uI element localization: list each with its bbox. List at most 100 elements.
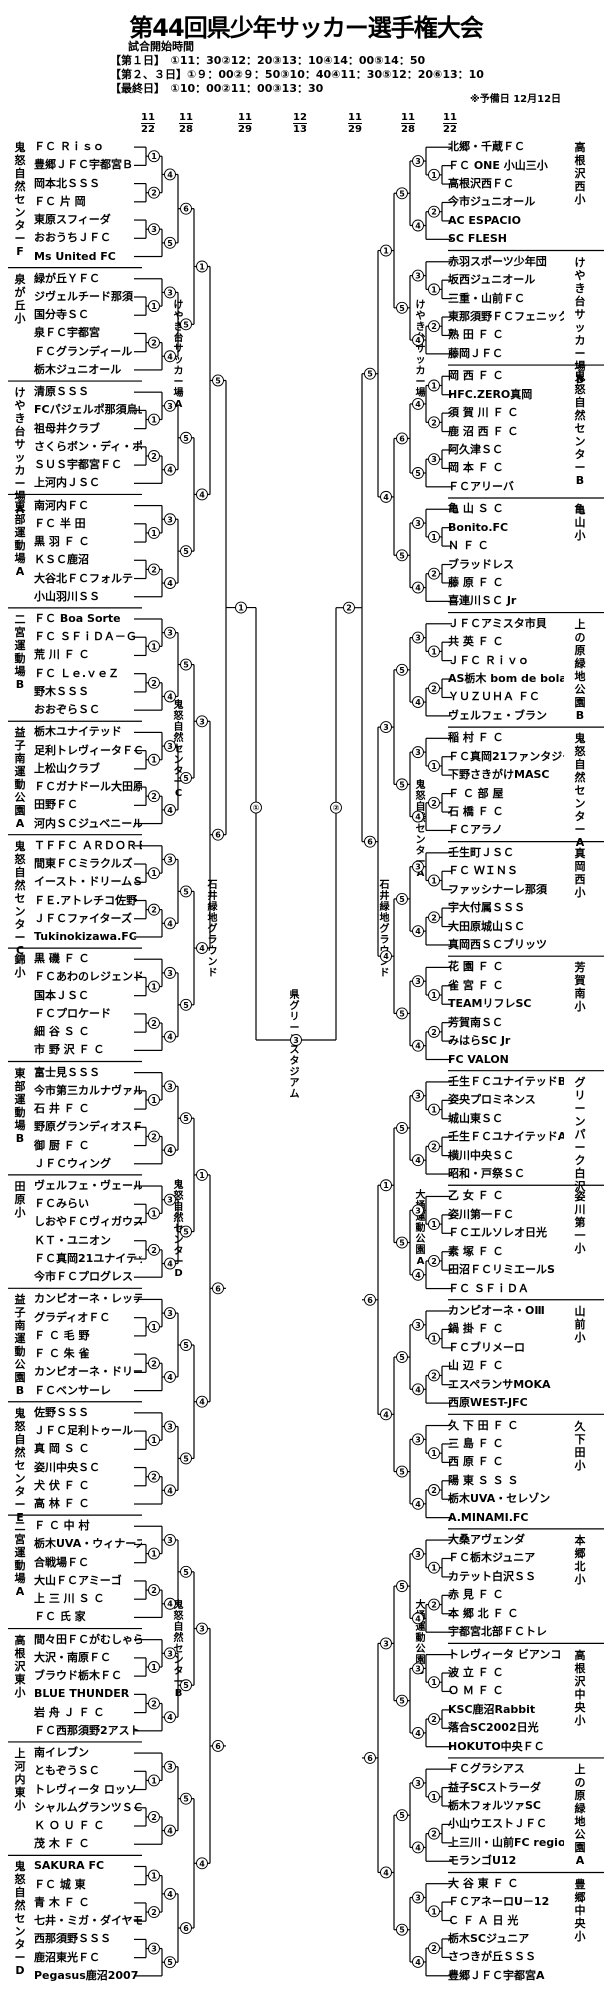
- match-number-badge: [196, 1857, 208, 1870]
- match-number-badge: [396, 1580, 408, 1593]
- team-name: 青 木 Ｆ Ｃ: [34, 1895, 90, 1909]
- match-number-badge: [428, 205, 440, 218]
- match-number-badge: [164, 463, 176, 476]
- team-name: トレヴィータ ロッソ: [34, 1782, 137, 1796]
- match-number-text: 3: [167, 855, 173, 864]
- team-name: 東原スフィーダ: [34, 213, 111, 227]
- match-number-badge: [396, 549, 408, 562]
- match-number-text: 2: [151, 452, 157, 461]
- team-name: 緑が丘ＹＦＣ: [34, 271, 100, 285]
- schedule-final: 【最終日】 ①10：00②11：00③13：30: [110, 82, 324, 95]
- match-number-text: 2: [151, 1132, 157, 1141]
- schedule-heading: 試合開始時間: [128, 40, 194, 53]
- match-number-text: 2: [431, 1257, 437, 1266]
- group-venue-label: 芳賀南小: [574, 961, 586, 1014]
- match-number-text: 5: [399, 1239, 405, 1248]
- match-number-badge: [164, 1956, 176, 1969]
- match-number-badge: [164, 1144, 176, 1157]
- team-name: 豊郷ＪＦＣ宇都宮A: [448, 1968, 545, 1982]
- match-number-text: 1: [151, 1663, 157, 1672]
- group-venue-label: 東部運動場B: [14, 1066, 26, 1145]
- match-number-text: 4: [167, 1260, 173, 1269]
- team-name: ＦＣ栃木ジュニア: [448, 1551, 536, 1565]
- match-number-badge: [180, 1225, 192, 1238]
- group-venue-label: 高根沢西小: [574, 141, 586, 207]
- match-number-badge: [428, 1369, 440, 1382]
- match-number-badge: [148, 1942, 160, 1955]
- match-number-text: 1: [151, 302, 157, 311]
- team-name: 宇都宮北部ＦＣトレ: [448, 1625, 547, 1639]
- match-number-text: 1: [151, 529, 157, 538]
- match-number-text: 2: [431, 1830, 437, 1839]
- match-number-badge: [412, 1891, 424, 1904]
- match-number-text: 4: [415, 400, 421, 409]
- team-name: SC FLESH: [448, 232, 507, 246]
- team-name: カンピオーネ・ドリームス: [34, 1365, 142, 1379]
- match-number-badge: [148, 450, 160, 462]
- team-name: 国分寺ＳＣ: [34, 308, 89, 322]
- match-number-badge: [212, 828, 224, 841]
- match-number-text: 2: [346, 604, 352, 613]
- match-number-text: 4: [415, 698, 421, 707]
- match-number-text: 1: [431, 1220, 437, 1229]
- match-number-badge: [412, 810, 424, 823]
- match-number-text: ②: [333, 804, 340, 813]
- team-name: 藤岡ＪＦＣ: [448, 346, 503, 360]
- team-name: 大山ＦＣアミーゴ: [34, 1573, 122, 1587]
- match-number-badge: [180, 318, 192, 331]
- match-number-text: 1: [151, 1209, 157, 1218]
- date-day: 13: [293, 124, 307, 135]
- match-number-badge: [396, 1351, 408, 1364]
- match-number-badge: [148, 413, 160, 426]
- match-number-text: 1: [431, 647, 437, 656]
- match-number-badge: [196, 942, 208, 955]
- match-number-badge: [164, 1484, 176, 1497]
- match-number-badge: [164, 1420, 176, 1433]
- team-name: 泉ＦＣ宇都宮: [34, 326, 100, 340]
- match-number-badge: [428, 874, 440, 887]
- team-name: HFC.ZERO真岡: [448, 387, 533, 401]
- match-number-text: 1: [431, 1564, 437, 1573]
- match-number-badge: [148, 1810, 160, 1823]
- match-number-badge: [164, 690, 176, 703]
- match-number-badge: [364, 1751, 376, 1764]
- team-name: 野木ＳＳＳ: [34, 684, 89, 698]
- match-number-badge: [428, 530, 440, 543]
- group-venue-label: 高根沢中央小: [574, 1648, 586, 1727]
- match-number-badge: [196, 1622, 208, 1635]
- match-number-text: 1: [431, 1449, 437, 1458]
- match-number-text: 5: [183, 774, 189, 783]
- team-name: 茂 木 Ｆ Ｃ: [34, 1837, 90, 1851]
- team-name: Ｆ Ｃ 毛 野: [34, 1328, 90, 1342]
- match-number-text: 3: [167, 515, 173, 524]
- match-number-badge: [428, 453, 440, 466]
- match-number-text: 4: [415, 1614, 421, 1623]
- match-number-text: 4: [199, 1398, 205, 1407]
- match-number-badge: [428, 1905, 440, 1918]
- team-name: 上河内ＪＳＣ: [34, 476, 100, 490]
- team-name: 細 谷 Ｓ Ｃ: [34, 1025, 90, 1039]
- match-number-text: 2: [431, 1486, 437, 1495]
- match-number-text: 3: [415, 977, 421, 986]
- team-name: 御 厨 Ｆ Ｃ: [34, 1138, 90, 1152]
- match-number-badge: [164, 1257, 176, 1270]
- match-number-text: 5: [183, 1795, 189, 1804]
- team-name: 西原WEST-JFC: [448, 1396, 528, 1410]
- match-number-text: 1: [383, 1181, 389, 1190]
- match-number-text: 1: [151, 1323, 157, 1332]
- team-name: 姿川第一ＦＣ: [448, 1207, 514, 1221]
- match-number-badge: [412, 1039, 424, 1052]
- team-name: 須 賀 川 Ｆ Ｃ: [448, 406, 519, 420]
- team-name: ＦＣベンサーレ: [34, 1383, 111, 1397]
- date-day: 29: [348, 124, 362, 135]
- match-number-text: 2: [431, 684, 437, 693]
- match-number-text: 4: [415, 813, 421, 822]
- match-number-badge: [164, 1887, 176, 1900]
- team-name: Ｆ Ｃ 朱 雀: [34, 1347, 90, 1361]
- match-number-badge: [164, 1080, 176, 1093]
- match-number-badge: [148, 1017, 160, 1029]
- team-name: 石 井 Ｆ Ｃ: [34, 1102, 90, 1116]
- match-number-text: 3: [415, 1893, 421, 1902]
- team-name: ＫＳＣ鹿沼: [34, 553, 89, 567]
- match-number-text: 1: [431, 1335, 437, 1344]
